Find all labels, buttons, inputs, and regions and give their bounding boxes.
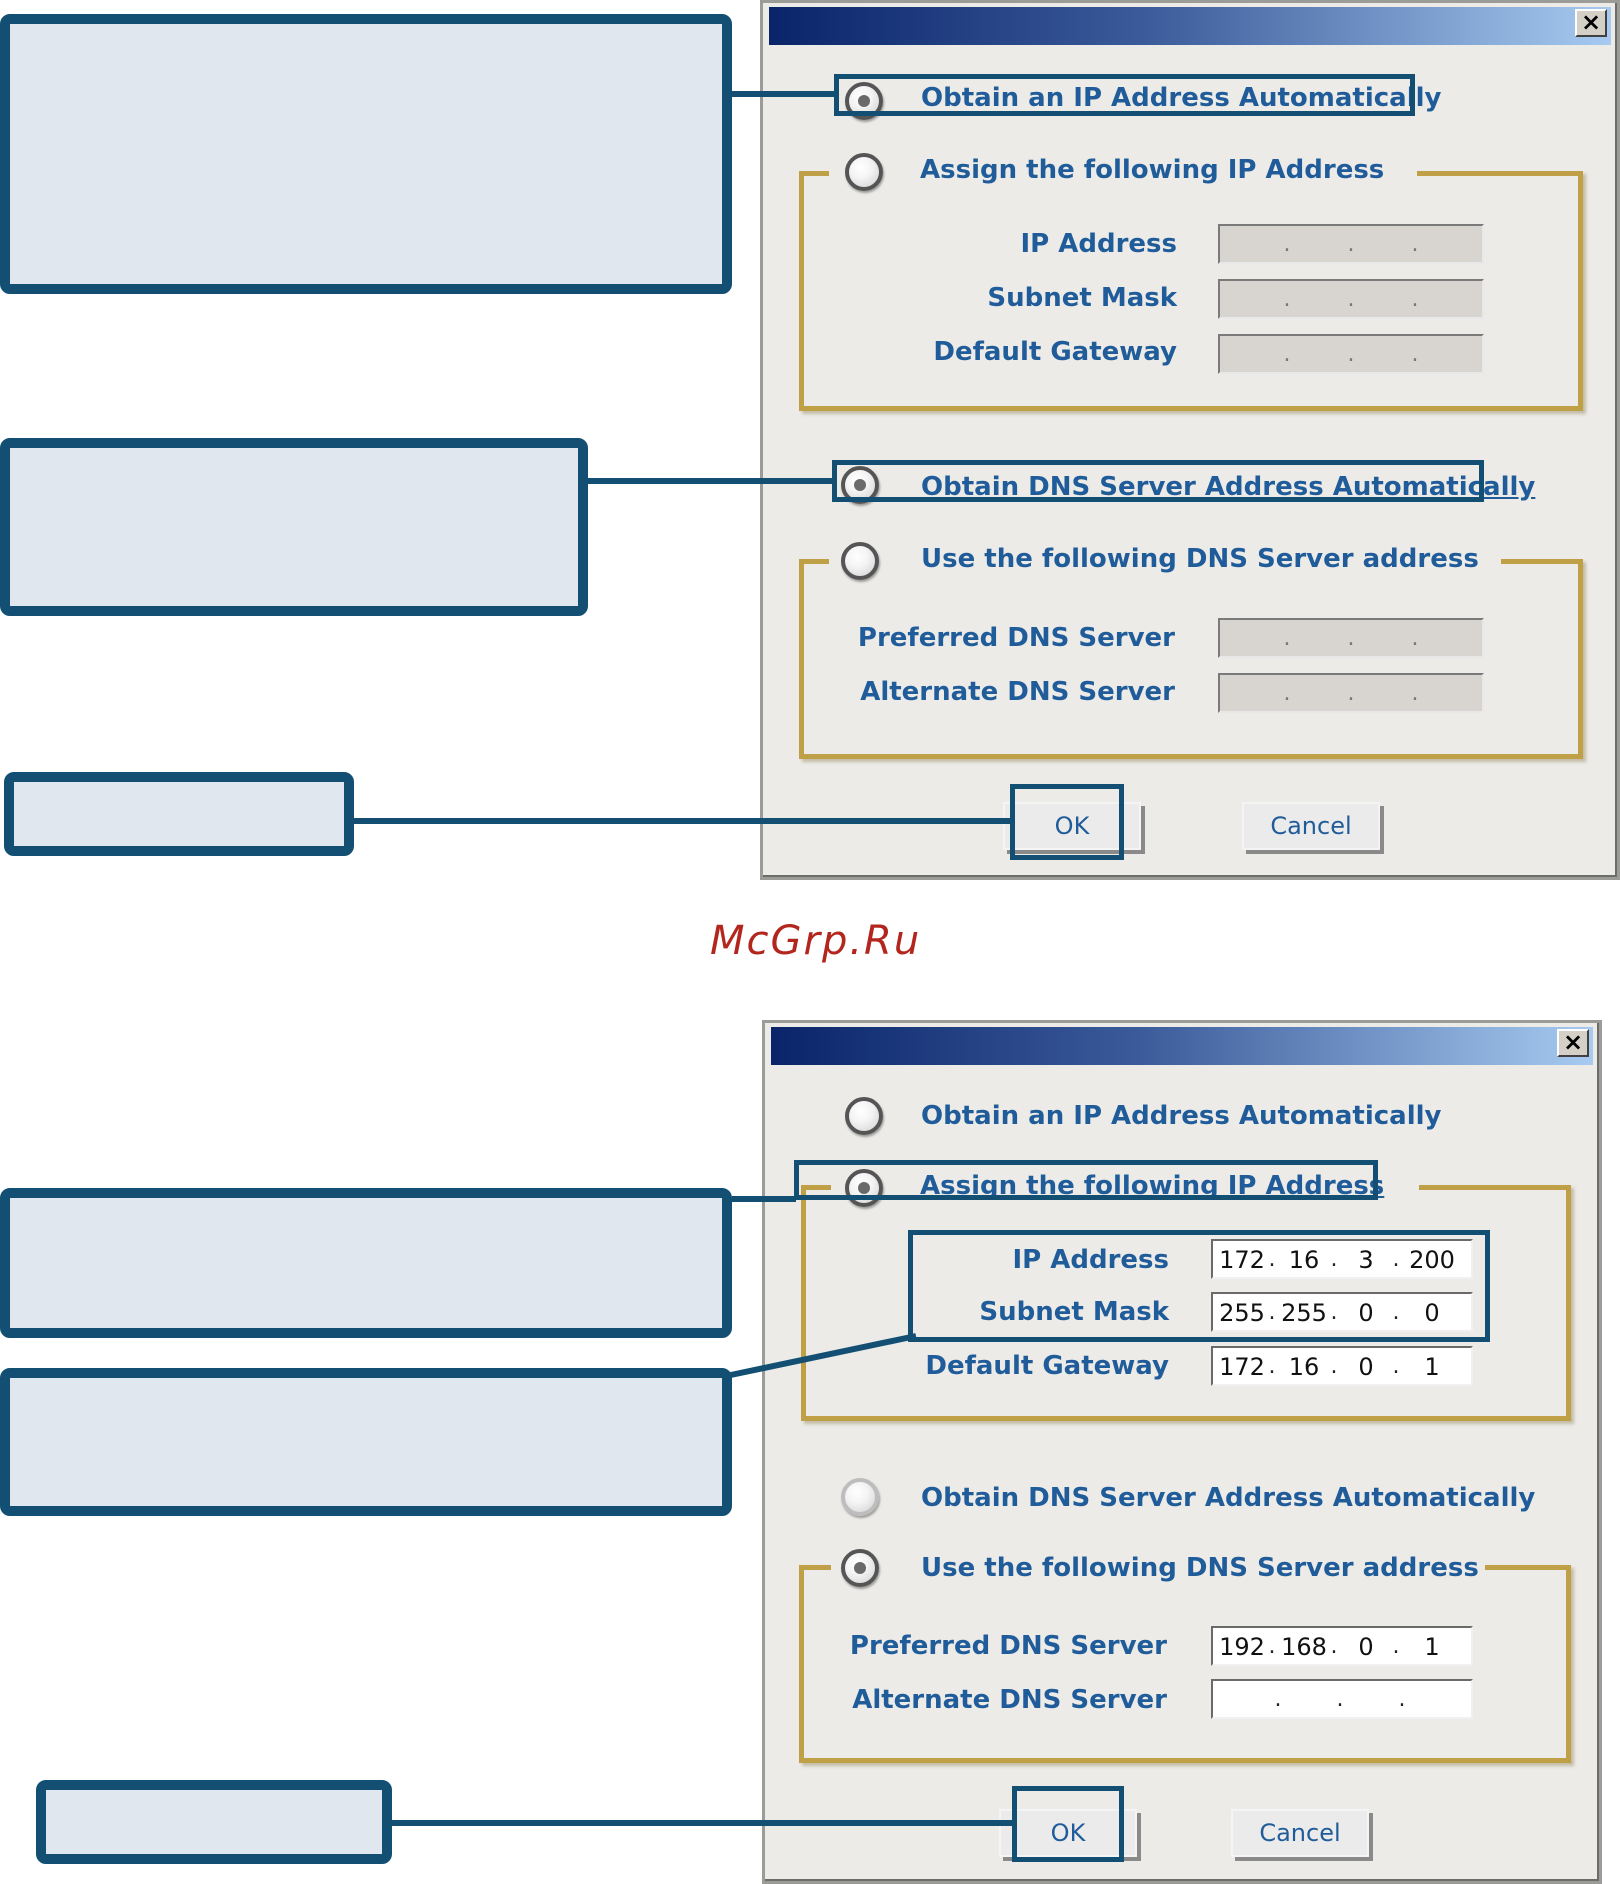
- dialog-1-window: × Obtain an IP Address Automatically Ass…: [760, 0, 1620, 880]
- dialog-2-ok-button[interactable]: OK: [999, 1809, 1137, 1857]
- dialog-2-default-gateway-field[interactable]: 172. 16. 0. 1: [1211, 1346, 1473, 1386]
- dialog-1-radio-dns-manual[interactable]: [841, 542, 879, 580]
- callout-connector: [732, 91, 836, 97]
- callout-connector: [392, 1820, 1014, 1826]
- radio-selected-dot: [858, 1182, 870, 1194]
- dialog-1-ip-address-label: IP Address: [1020, 229, 1177, 259]
- callout-connector-diagonal: [725, 1333, 917, 1379]
- callout-connector: [588, 478, 834, 484]
- dialog-2-preferred-dns-label: Preferred DNS Server: [849, 1631, 1167, 1661]
- dialog-2-ip-auto-label: Obtain an IP Address Automatically: [921, 1101, 1442, 1131]
- dialog-1-ip-address-field[interactable]: ...: [1218, 224, 1484, 264]
- dialog-1-subnet-mask-label: Subnet Mask: [987, 283, 1177, 313]
- dialog-1-cancel-button[interactable]: Cancel: [1242, 802, 1380, 850]
- highlight-ip-values: [908, 1230, 1490, 1342]
- dialog-2-default-gateway-label: Default Gateway: [925, 1351, 1169, 1381]
- radio-selected-dot: [854, 479, 866, 491]
- dialog-2-radio-dns-manual[interactable]: [841, 1549, 879, 1587]
- dialog-1-ip-manual-label: Assign the following IP Address: [920, 155, 1385, 185]
- dialog-1-dns-manual-group: [799, 559, 1583, 759]
- highlight-ip-manual: [794, 1160, 1378, 1200]
- dialog-1-preferred-dns-field[interactable]: ...: [1218, 618, 1484, 658]
- dialog-2-subnet-mask-field[interactable]: 255. 255. 0. 0: [1211, 1292, 1473, 1332]
- dialog-2-close-icon[interactable]: ×: [1557, 1029, 1589, 1057]
- highlight-ok-2: [1012, 1786, 1124, 1862]
- radio-selected-dot: [858, 95, 870, 107]
- callout-box-ok-1: [4, 772, 354, 856]
- dialog-2-cancel-button[interactable]: Cancel: [1231, 1809, 1369, 1857]
- callout-box-ok-2: [36, 1780, 392, 1864]
- dialog-1-ok-button[interactable]: OK: [1003, 802, 1141, 850]
- dialog-1-preferred-dns-label: Preferred DNS Server: [857, 623, 1175, 653]
- dialog-2-ip-address-label: IP Address: [1012, 1245, 1169, 1275]
- dialog-1-alternate-dns-label: Alternate DNS Server: [860, 677, 1175, 707]
- callout-box-ip-values: [0, 1368, 732, 1516]
- dialog-2-titlebar: [771, 1027, 1593, 1065]
- watermark-text: McGrp.Ru: [710, 918, 922, 964]
- dialog-2-dns-auto-label: Obtain DNS Server Address Automatically: [921, 1483, 1536, 1513]
- dialog-2-preferred-dns-field[interactable]: 192. 168. 0. 1: [1211, 1626, 1473, 1666]
- dialog-2-window: × Obtain an IP Address Automatically Ass…: [762, 1020, 1602, 1884]
- dialog-2-dns-manual-label: Use the following DNS Server address: [921, 1553, 1479, 1583]
- callout-box-dns-auto: [0, 438, 588, 616]
- dialog-1-subnet-mask-field[interactable]: ...: [1218, 279, 1484, 319]
- callout-box-ip-manual: [0, 1188, 732, 1338]
- callout-connector: [732, 1196, 796, 1202]
- dialog-1-radio-ip-manual[interactable]: [845, 153, 883, 191]
- dialog-1-dns-manual-label: Use the following DNS Server address: [921, 544, 1479, 574]
- dialog-2-radio-ip-manual[interactable]: [845, 1169, 883, 1207]
- dialog-1-default-gateway-label: Default Gateway: [933, 337, 1177, 367]
- dialog-1-titlebar: [769, 7, 1611, 45]
- highlight-ip-auto: [834, 74, 1415, 116]
- dialog-2-alternate-dns-field[interactable]: ...: [1211, 1679, 1473, 1719]
- radio-selected-dot: [854, 1562, 866, 1574]
- callout-box-ip-auto: [0, 14, 732, 294]
- dialog-1-close-icon[interactable]: ×: [1575, 9, 1607, 37]
- highlight-dns-auto: [832, 460, 1484, 502]
- dialog-2-ip-address-field[interactable]: 172. 16. 3. 200: [1211, 1239, 1473, 1279]
- dialog-2-subnet-mask-label: Subnet Mask: [979, 1297, 1169, 1327]
- dialog-2-radio-dns-auto[interactable]: [841, 1478, 879, 1516]
- dialog-2-radio-ip-auto[interactable]: [845, 1097, 883, 1135]
- dialog-1-ip-auto-label: Obtain an IP Address Automatically: [921, 83, 1442, 113]
- dialog-2-alternate-dns-label: Alternate DNS Server: [852, 1685, 1167, 1715]
- highlight-ok-1: [1010, 784, 1124, 860]
- callout-connector: [354, 818, 1012, 824]
- dialog-1-alternate-dns-field[interactable]: ...: [1218, 673, 1484, 713]
- dialog-1-default-gateway-field[interactable]: ...: [1218, 334, 1484, 374]
